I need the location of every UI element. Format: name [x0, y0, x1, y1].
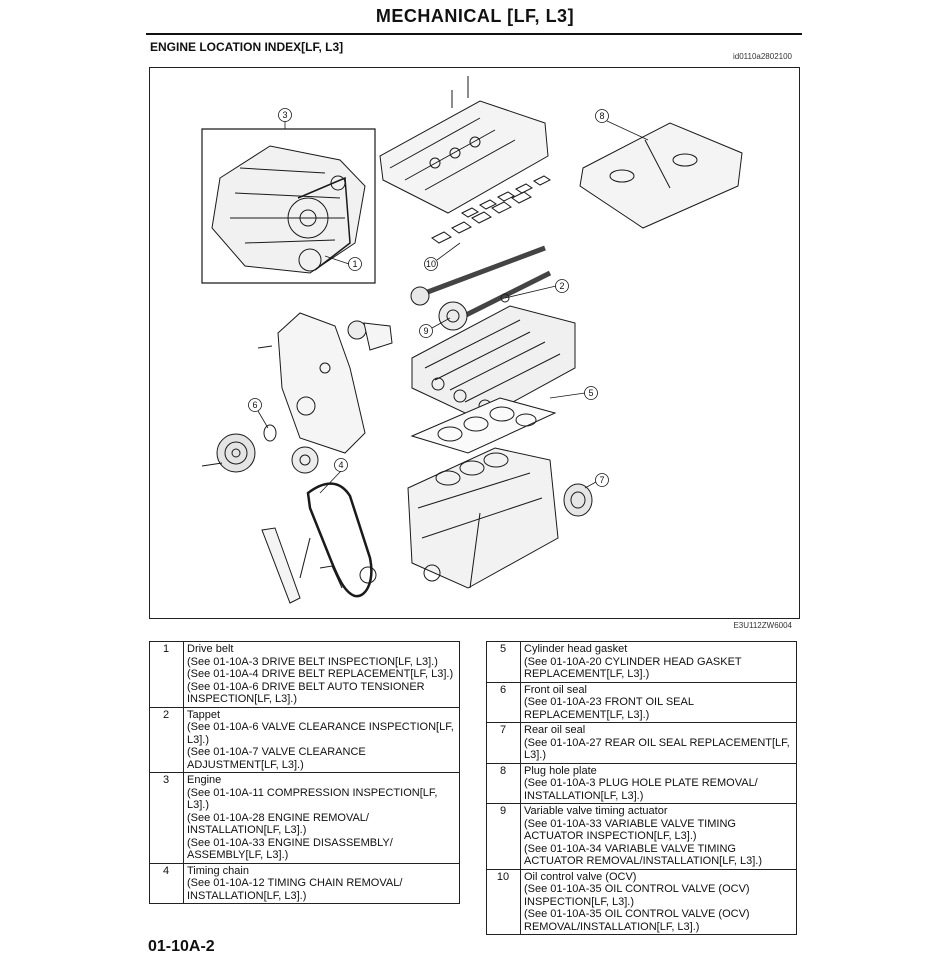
callout-2: 2: [559, 281, 564, 291]
rear-oil-seal: [563, 483, 593, 517]
engine-inset: [201, 128, 376, 284]
item-number: 8: [486, 762, 521, 804]
callout-3: 3: [282, 110, 287, 120]
item-number: 10: [486, 868, 521, 935]
item-number: 7: [486, 722, 521, 764]
item-title: Cylinder head gasket: [524, 643, 628, 655]
item-number: 1: [149, 641, 184, 708]
item-number: 3: [149, 772, 184, 864]
item-title: Oil control valve (OCV): [524, 870, 637, 883]
service-reference: (See 01-10A-28 ENGINE REMOVAL/ INSTALLAT…: [187, 811, 369, 837]
item-title: Tappet: [187, 708, 221, 721]
item-description: Variable valve timing actuator(See 01-10…: [520, 803, 797, 870]
service-reference: (See 01-10A-34 VARIABLE VALVE TIMING ACT…: [524, 842, 762, 868]
item-title: Engine: [187, 774, 222, 786]
item-description: Tappet(See 01-10A-6 VALVE CLEARANCE INSP…: [183, 706, 460, 773]
auto-tensioner: [347, 320, 393, 351]
figure-code-top: id0110a2802100: [732, 52, 792, 61]
callout-1: 1: [352, 259, 357, 269]
item-title: Drive belt: [187, 643, 234, 655]
item-number: 6: [486, 681, 521, 723]
item-description: Front oil seal(See 01-10A-23 FRONT OIL S…: [520, 681, 797, 723]
service-reference: (See 01-10A-27 REAR OIL SEAL REPLACEMENT…: [524, 736, 790, 762]
item-description: Drive belt(See 01-10A-3 DRIVE BELT INSPE…: [183, 641, 460, 708]
service-reference: (See 01-10A-33 ENGINE DISASSEMBLY/ ASSEM…: [187, 836, 393, 862]
service-reference: (See 01-10A-4 DRIVE BELT REPLACEMENT[LF,…: [187, 668, 454, 680]
item-title: Variable valve timing actuator: [524, 805, 668, 817]
item-description: Timing chain(See 01-10A-12 TIMING CHAIN …: [183, 862, 460, 904]
title-rule: [146, 33, 802, 35]
service-reference: (See 01-10A-23 FRONT OIL SEAL REPLACEMEN…: [524, 696, 694, 721]
service-reference: (See 01-10A-33 VARIABLE VALVE TIMING ACT…: [524, 817, 736, 843]
item-description: Oil control valve (OCV)(See 01-10A-35 OI…: [520, 868, 797, 935]
callout-9: 9: [423, 326, 428, 336]
item-title: Timing chain: [187, 864, 249, 877]
item-number: 2: [149, 706, 184, 773]
callout-5: 5: [588, 388, 593, 398]
cylinder-head: [411, 305, 576, 421]
item-number: 9: [486, 803, 521, 870]
engine-exploded-figure: 3 1 2 4 5 6 7 8 9 10: [149, 67, 800, 619]
service-reference: (See 01-10A-6 DRIVE BELT AUTO TENSIONER …: [187, 680, 425, 706]
service-reference: (See 01-10A-7 VALVE CLEARANCE ADJUSTMENT…: [187, 746, 366, 771]
service-reference: (See 01-10A-6 VALVE CLEARANCE INSPECTION…: [187, 721, 454, 746]
head-gasket: [410, 397, 557, 454]
item-description: Plug hole plate(See 01-10A-3 PLUG HOLE P…: [520, 762, 797, 804]
item-title: Rear oil seal: [524, 724, 586, 736]
callout-labels: 3 1 2 4 5 6 7 8 9 10: [252, 110, 604, 485]
item-number: 4: [149, 862, 184, 904]
timing-chain-cover: [257, 312, 366, 454]
service-reference: (See 01-10A-12 TIMING CHAIN REMOVAL/ INS…: [187, 877, 403, 902]
service-reference: (See 01-10A-3 PLUG HOLE PLATE REMOVAL/ I…: [524, 777, 758, 802]
section-heading: ENGINE LOCATION INDEX[LF, L3]: [150, 40, 344, 54]
crank-pulley: [201, 424, 277, 473]
callouts: [248, 108, 649, 494]
cylinder-head-cover: [379, 76, 549, 214]
item-description: Rear oil seal(See 01-10A-27 REAR OIL SEA…: [520, 722, 797, 764]
item-title: Front oil seal: [524, 683, 587, 696]
service-reference: (See 01-10A-11 COMPRESSION INSPECTION[LF…: [187, 786, 438, 812]
service-reference: (See 01-10A-20 CYLINDER HEAD GASKET REPL…: [524, 655, 742, 681]
figure-code-bottom: E3U112ZW6004: [733, 621, 792, 630]
callout-8: 8: [599, 111, 604, 121]
callout-4: 4: [338, 460, 343, 470]
page-title: MECHANICAL [LF, L3]: [375, 6, 575, 26]
idler-pulley: [291, 446, 319, 474]
item-description: Cylinder head gasket(See 01-10A-20 CYLIN…: [520, 641, 797, 683]
service-reference: (See 01-10A-35 OIL CONTROL VALVE (OCV) R…: [524, 908, 750, 933]
plug-hole-plate: [579, 122, 743, 229]
item-title: Plug hole plate: [524, 764, 597, 777]
cylinder-block: [407, 447, 559, 589]
callout-10: 10: [426, 259, 436, 269]
callout-7: 7: [599, 475, 604, 485]
item-description: Engine(See 01-10A-11 COMPRESSION INSPECT…: [183, 772, 460, 864]
service-reference: (See 01-10A-3 DRIVE BELT INSPECTION[LF, …: [187, 655, 438, 668]
callout-6: 6: [252, 400, 257, 410]
service-reference: (See 01-10A-35 OIL CONTROL VALVE (OCV) I…: [524, 883, 750, 908]
timing-chain: [261, 482, 441, 604]
camshafts: [410, 245, 552, 331]
item-number: 5: [486, 641, 521, 683]
engine-diagram: 3 1 2 4 5 6 7 8 9 10: [201, 76, 743, 604]
page-number: 01-10A-2: [148, 938, 215, 955]
tappets: [431, 175, 551, 244]
